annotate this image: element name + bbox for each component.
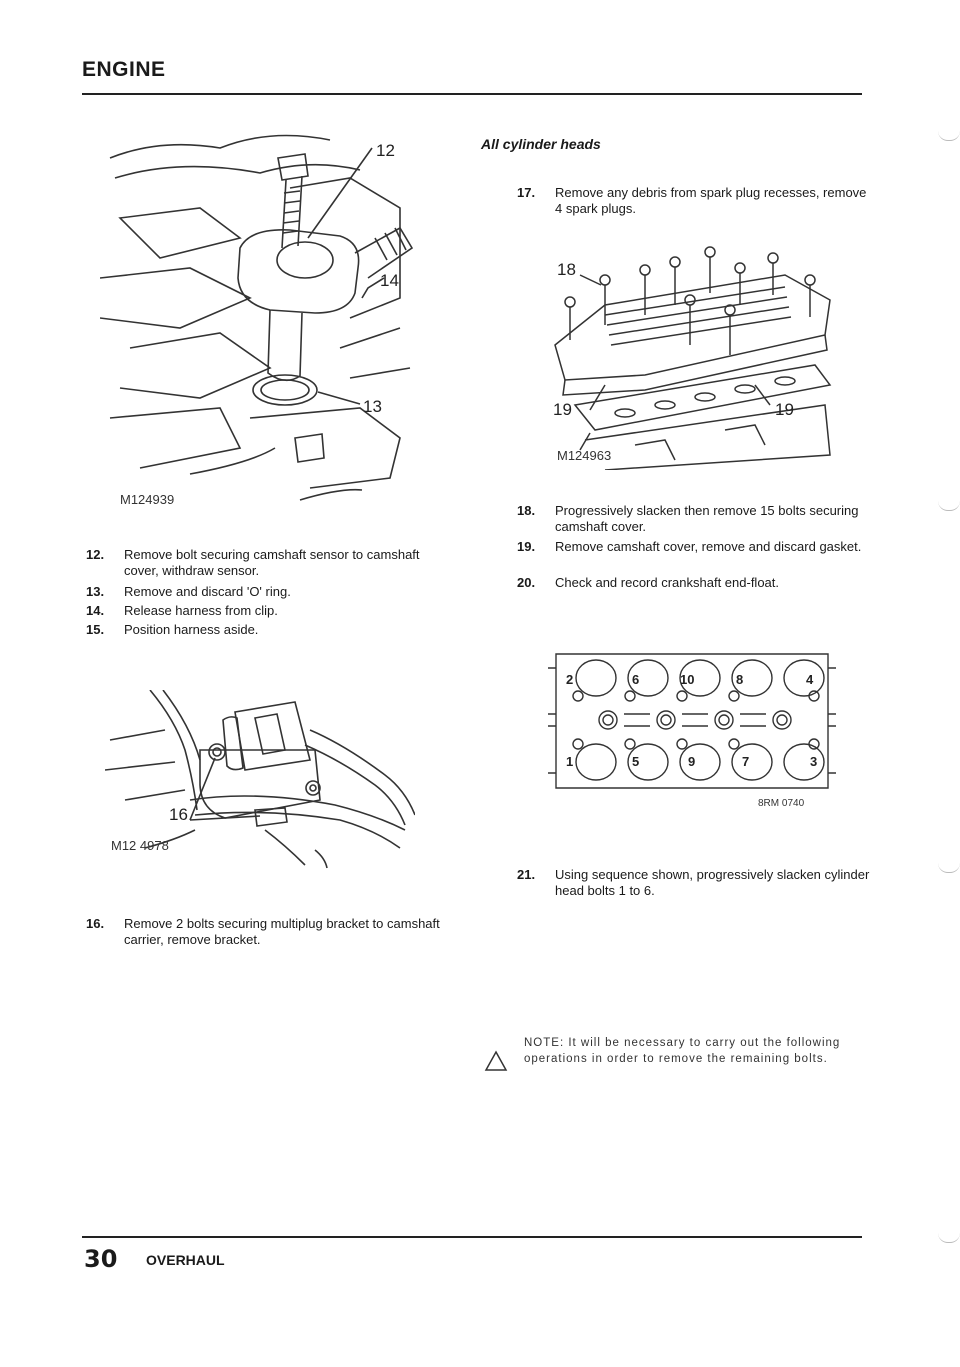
bolt-label-6: 6 bbox=[632, 672, 639, 687]
callout-13: 13 bbox=[363, 397, 382, 416]
bolt-sequence-illustration: 2 6 10 8 4 1 5 9 7 3 8RM 0740 bbox=[548, 653, 836, 809]
bolt-label-8: 8 bbox=[736, 672, 743, 687]
callout-19-right: 19 bbox=[775, 400, 794, 419]
callout-19-left: 19 bbox=[553, 400, 572, 419]
step-text: Remove and discard 'O' ring. bbox=[124, 584, 291, 599]
callout-16: 16 bbox=[169, 805, 188, 824]
step-text: Remove 2 bolts securing multiplug bracke… bbox=[124, 916, 440, 947]
callout-12: 12 bbox=[376, 141, 395, 160]
note-text: NOTE: It will be necessary to carry out … bbox=[524, 1037, 841, 1065]
step-text: Position harness aside. bbox=[124, 622, 259, 637]
subheading: All cylinder heads bbox=[481, 136, 601, 152]
step-text: Progressively slacken then remove 15 bol… bbox=[555, 503, 859, 534]
page-number: 30 bbox=[84, 1245, 118, 1273]
step-number: 19. bbox=[517, 539, 536, 554]
footer-label: OVERHAUL bbox=[146, 1252, 225, 1268]
figure-ref: 8RM 0740 bbox=[758, 798, 805, 809]
step-number: 16. bbox=[86, 916, 105, 931]
step-number: 15. bbox=[86, 622, 105, 637]
step-text: Using sequence shown, progressively slac… bbox=[555, 867, 870, 898]
step-number: 20. bbox=[517, 575, 536, 590]
figure-camshaft-cover: 18 19 19 M124963 bbox=[545, 245, 835, 470]
step-number: 14. bbox=[86, 603, 105, 618]
bolt-label-10: 10 bbox=[680, 672, 694, 687]
bolt-label-9: 9 bbox=[688, 754, 695, 769]
bolt-label-3: 3 bbox=[810, 754, 817, 769]
step-number: 21. bbox=[517, 867, 536, 882]
step-text: Remove camshaft cover, remove and discar… bbox=[555, 539, 862, 554]
bolt-label-4: 4 bbox=[806, 672, 814, 687]
edge-mark bbox=[938, 500, 960, 511]
figure-ref: M12 4978 bbox=[111, 838, 169, 853]
footer-rule bbox=[82, 1236, 862, 1238]
edge-mark bbox=[938, 862, 960, 873]
step-number: 13. bbox=[86, 584, 105, 599]
step-number: 17. bbox=[517, 185, 536, 200]
step-text: Remove any debris from spark plug recess… bbox=[555, 185, 867, 216]
figure-ref: M124963 bbox=[557, 448, 611, 463]
bolt-label-7: 7 bbox=[742, 754, 749, 769]
step-number: 18. bbox=[517, 503, 536, 518]
step-text: Remove bolt securing camshaft sensor to … bbox=[124, 547, 420, 578]
step-text: Check and record crankshaft end-float. bbox=[555, 575, 780, 590]
bolt-label-5: 5 bbox=[632, 754, 639, 769]
edge-mark bbox=[938, 1232, 960, 1243]
figure-multiplug-bracket: 16 M12 4978 bbox=[105, 690, 415, 870]
header-rule bbox=[82, 93, 862, 95]
edge-mark bbox=[938, 130, 960, 141]
warning-triangle-icon bbox=[484, 1050, 508, 1077]
section-title: ENGINE bbox=[82, 58, 166, 81]
step-text: Release harness from clip. bbox=[124, 603, 278, 618]
figure-bolt-sequence: 2 6 10 8 4 1 5 9 7 3 8RM 0740 bbox=[548, 648, 838, 810]
figure-ref: M124939 bbox=[120, 492, 174, 507]
callout-18: 18 bbox=[557, 260, 576, 279]
multiplug-bracket-illustration: 16 M12 4978 bbox=[105, 690, 415, 869]
figure-camshaft-sensor: 12 14 13 M124939 bbox=[100, 118, 430, 518]
camshaft-cover-illustration: 18 19 19 M124963 bbox=[553, 246, 832, 470]
bolt-label-1: 1 bbox=[566, 754, 573, 769]
callout-14: 14 bbox=[380, 271, 399, 290]
camshaft-sensor-illustration: 12 14 13 M124939 bbox=[100, 134, 414, 507]
step-number: 12. bbox=[86, 547, 105, 562]
bolt-label-2: 2 bbox=[566, 672, 573, 687]
